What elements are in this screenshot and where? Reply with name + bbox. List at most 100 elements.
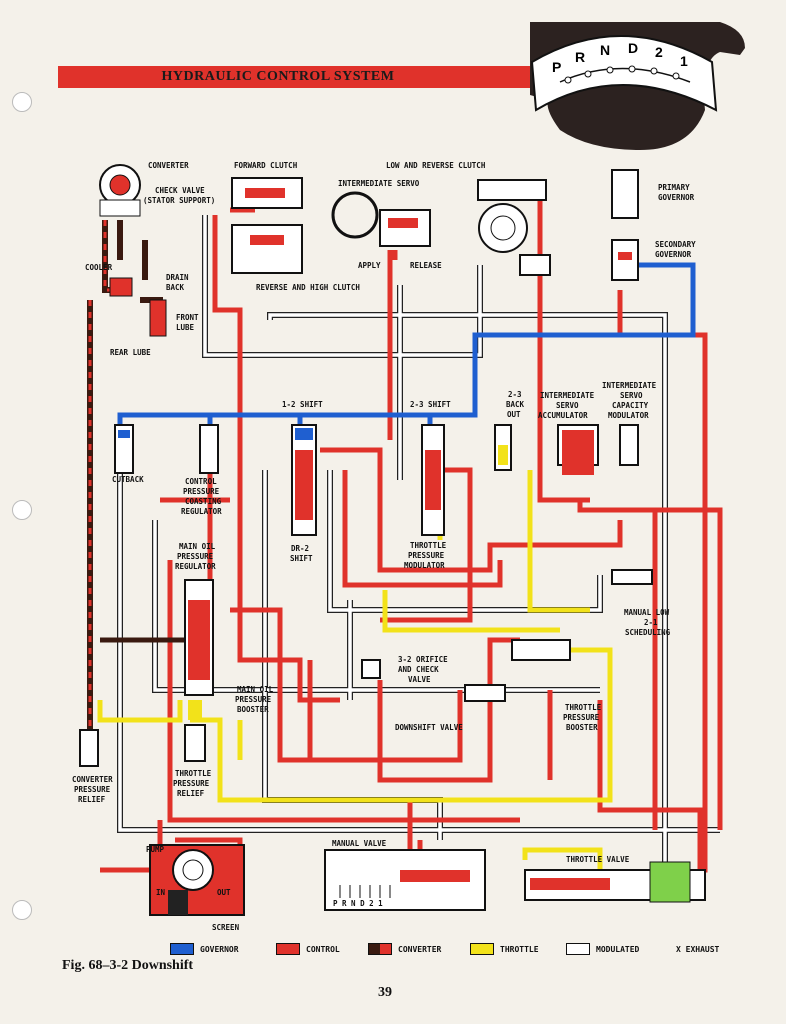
selector-letter: P <box>552 59 561 75</box>
legend-control: CONTROL <box>276 942 340 956</box>
label-forward-clutch: FORWARD CLUTCH <box>234 161 298 170</box>
label-throttle-booster: PRESSURE <box>563 713 600 722</box>
label-main-oil: PRESSURE <box>177 552 214 561</box>
selector-letter: 1 <box>680 53 688 69</box>
label-int-servo-mod: CAPACITY <box>612 401 649 410</box>
label-converter: CONVERTER <box>148 161 189 170</box>
label-drain: DRAIN <box>166 273 189 282</box>
label-backout: OUT <box>507 410 521 419</box>
label-throttle-modulator: PRESSURE <box>408 551 445 560</box>
legend-converter: CONVERTER <box>368 942 441 956</box>
label-int-servo-acc: INTERMEDIATE <box>540 391 595 400</box>
legend-swatch <box>566 943 590 955</box>
diagram-labels: CONVERTER FORWARD CLUTCH LOW AND REVERSE… <box>72 161 696 932</box>
label-main-booster: BOOSTER <box>237 705 269 714</box>
intermediate-servo-component <box>331 191 431 247</box>
label-primary-governor: PRIMARY <box>658 183 690 192</box>
manual-valve-component <box>324 849 486 911</box>
label-main-booster: MAIN OIL <box>237 685 274 694</box>
legend-swatch <box>470 943 494 955</box>
label-in: IN <box>156 888 166 897</box>
binder-hole <box>12 92 32 112</box>
legend-exhaust: X EXHAUST <box>676 944 720 954</box>
selector-letter: 2 <box>655 44 663 60</box>
label-primary-governor: GOVERNOR <box>658 193 695 202</box>
figure-caption: Fig. 68–3-2 Downshift <box>62 958 194 973</box>
label-throttle-relief: THROTTLE <box>175 769 212 778</box>
label-manual-positions: P R N D 2 1 <box>333 899 383 908</box>
valve-spool-fills <box>188 430 594 680</box>
throttle-valve-fills <box>188 445 508 720</box>
throttle-valve-component <box>524 861 706 903</box>
selector-letter: N <box>600 42 610 58</box>
legend-throttle: THROTTLE <box>470 942 539 956</box>
label-1-2-shift: 1-2 SHIFT <box>282 400 323 409</box>
label-orifice: VALVE <box>408 675 431 684</box>
label-int-servo-mod: MODULATOR <box>608 411 649 420</box>
label-2-3-shift: 2-3 SHIFT <box>410 400 451 409</box>
label-converter-relief: CONVERTER <box>72 775 113 784</box>
label-manual-low: SCHEDULING <box>625 628 671 637</box>
label-throttle-relief: RELIEF <box>177 789 205 798</box>
label-int-servo-acc: SERVO <box>556 401 579 410</box>
binder-hole <box>12 900 32 920</box>
binder-hole <box>12 500 32 520</box>
label-main-oil: REGULATOR <box>175 562 216 571</box>
low-reverse-clutch-component <box>477 179 551 276</box>
label-int-servo-acc: ACCUMULATOR <box>538 411 588 420</box>
label-release: RELEASE <box>410 261 442 270</box>
legend-swatch <box>276 943 300 955</box>
label-throttle-relief: PRESSURE <box>173 779 210 788</box>
label-control-pressure: COASTING <box>185 497 222 506</box>
label-throttle-modulator: MODULATOR <box>404 561 445 570</box>
page-number: 39 <box>378 985 392 1000</box>
label-rear-lube: REAR LUBE <box>110 348 151 357</box>
label-throttle-modulator: THROTTLE <box>410 541 447 550</box>
label-backout: 2-3 <box>508 390 522 399</box>
selector-letter: D <box>628 40 638 56</box>
cooler-component <box>109 277 133 297</box>
converter-component <box>99 164 141 217</box>
label-cooler: COOLER <box>85 263 113 272</box>
label-converter-relief: PRESSURE <box>74 785 111 794</box>
label-orifice: AND CHECK <box>398 665 439 674</box>
label-throttle-valve: THROTTLE VALVE <box>566 855 630 864</box>
label-lube: LUBE <box>176 323 195 332</box>
label-control-pressure: REGULATOR <box>181 507 222 516</box>
legend-swatch <box>368 943 392 955</box>
label-int-servo-mod: INTERMEDIATE <box>602 381 657 390</box>
label-throttle-booster: BOOSTER <box>566 723 598 732</box>
label-back: BACK <box>166 283 185 292</box>
label-front: FRONT <box>176 313 199 322</box>
secondary-governor-component <box>611 239 639 281</box>
label-manual-low: 2-1 <box>644 618 658 627</box>
label-dr2-shift: SHIFT <box>290 554 313 563</box>
label-intermediate-servo: INTERMEDIATE SERVO <box>338 179 420 188</box>
label-orifice: 3-2 ORIFICE <box>398 655 448 664</box>
label-cutback: CUTBACK <box>112 475 144 484</box>
label-secondary-governor: SECONDARY <box>655 240 696 249</box>
label-dr2-shift: DR-2 <box>291 544 309 553</box>
label-secondary-governor: GOVERNOR <box>655 250 692 259</box>
gear-selector-icon: P R N D 2 1 <box>530 22 745 150</box>
label-check-valve: CHECK VALVE <box>155 186 205 195</box>
label-control-pressure: CONTROL <box>185 477 217 486</box>
legend-modulated: MODULATED <box>566 942 639 956</box>
label-out: OUT <box>217 888 231 897</box>
label-screen: SCREEN <box>212 923 240 932</box>
page-title: HYDRAULIC CONTROL SYSTEM <box>161 69 395 84</box>
label-int-servo-mod: SERVO <box>620 391 643 400</box>
label-pump: PUMP <box>146 845 165 854</box>
legend-governor: GOVERNOR <box>170 942 239 956</box>
label-backout: BACK <box>506 400 525 409</box>
legend-swatch <box>170 943 194 955</box>
label-manual-low: MANUAL LOW <box>624 608 670 617</box>
label-low-reverse-clutch: LOW AND REVERSE CLUTCH <box>386 161 486 170</box>
title-bar <box>58 66 538 88</box>
label-downshift-valve: DOWNSHIFT VALVE <box>395 723 463 732</box>
selector-letter: R <box>575 49 585 65</box>
label-converter-relief: RELIEF <box>78 795 106 804</box>
label-control-pressure: PRESSURE <box>183 487 220 496</box>
